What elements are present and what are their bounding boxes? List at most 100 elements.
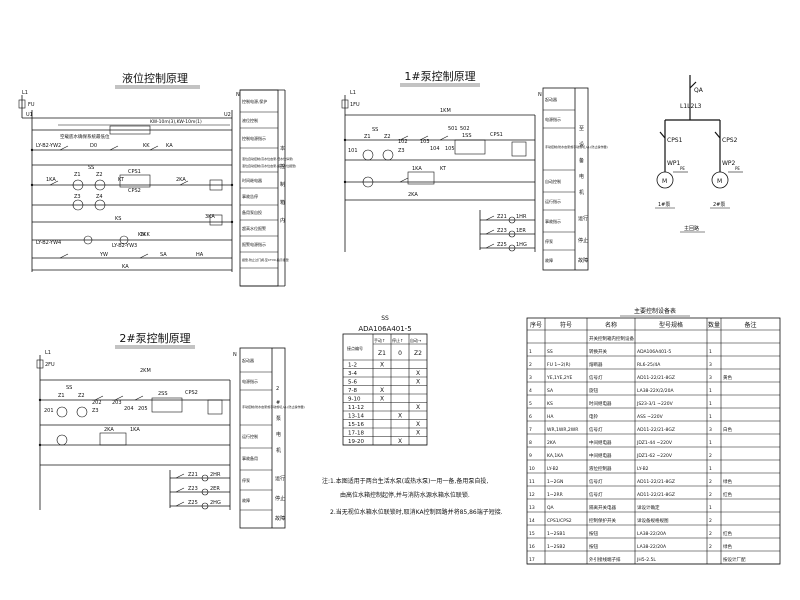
equip-cell: 红色	[723, 491, 732, 498]
equip-cell: 电铃	[589, 413, 598, 420]
equip-cell: 2	[709, 479, 712, 485]
svg-text:停止↑: 停止↑	[392, 337, 403, 343]
svg-text:2#泵: 2#泵	[713, 202, 725, 208]
equip-cell: 2	[709, 518, 712, 524]
switch-contact-pair: 9-10	[348, 397, 361, 403]
switch-contact-pair: 13-14	[348, 414, 364, 420]
svg-text:202: 202	[92, 400, 102, 406]
svg-text:事故告停: 事故告停	[242, 193, 258, 199]
equip-cell: 8	[529, 440, 532, 446]
switch-contact-pair: 7-8	[348, 388, 357, 394]
equip-cell: 2	[709, 544, 712, 550]
switch-title: SS	[381, 315, 389, 322]
svg-text:故障: 故障	[242, 497, 250, 503]
equip-cell: LY-B2	[547, 466, 559, 472]
level-labels: L1 FU N U1 U2 LY-B2-YW2 LY-B2-YW4 LY-B2-…	[22, 90, 240, 270]
equip-cell: KS	[547, 401, 553, 407]
svg-text:502: 502	[460, 126, 470, 132]
svg-text:M: M	[717, 178, 722, 185]
switch-contact-mark: X	[416, 370, 420, 377]
svg-text:Z1: Z1	[58, 393, 65, 399]
svg-text:KA: KA	[166, 143, 173, 149]
equip-cell: 开关控制箱内控制设备	[589, 335, 634, 342]
equip-cell: 信号灯	[589, 491, 603, 498]
svg-text:Z1: Z1	[364, 134, 371, 140]
svg-text:电: 电	[579, 173, 584, 180]
equip-cell: RL6-25/4A	[637, 362, 661, 368]
svg-text:L1L2L3: L1L2L3	[680, 103, 702, 110]
svg-text:故障: 故障	[545, 257, 553, 263]
svg-text:1KK: 1KK	[140, 232, 150, 238]
svg-text:D0: D0	[90, 143, 97, 149]
equip-cell: AD11-22/21-8GZ	[637, 492, 675, 498]
svg-text:1KA: 1KA	[46, 177, 56, 183]
svg-text:2KA: 2KA	[104, 427, 114, 433]
equip-cell: 转换开关	[589, 348, 607, 355]
svg-text:KK: KK	[143, 143, 150, 149]
equip-header-cell: 型号规格	[659, 321, 683, 329]
equip-cell: 1	[709, 505, 712, 511]
switch-contact-pair: 15-16	[348, 422, 364, 428]
svg-text:0: 0	[398, 350, 402, 357]
equip-header-cell: 序号	[530, 321, 542, 329]
svg-text:接点编号: 接点编号	[347, 345, 363, 351]
svg-text:起动器: 起动器	[545, 96, 557, 102]
svg-text:机: 机	[276, 447, 281, 454]
svg-text:Z23: Z23	[497, 228, 507, 234]
svg-text:LY-B2-YW3: LY-B2-YW3	[112, 243, 137, 249]
level-note: 空载底水确保系统最低位	[60, 133, 110, 140]
svg-text:#: #	[276, 400, 280, 406]
svg-text:超高水位报警: 超高水位报警	[242, 225, 266, 231]
pump1-labels: L1 1FU N SS Z1 Z2 Z3 1KM 101 102 103 104…	[348, 90, 542, 248]
svg-text:机: 机	[579, 189, 584, 196]
svg-text:2HR: 2HR	[210, 472, 221, 478]
svg-text:N: N	[236, 92, 240, 98]
equip-cell: 1~2RR	[547, 492, 563, 498]
equip-cell: 信号灯	[589, 374, 603, 381]
svg-text:控制电源指示: 控制电源指示	[242, 135, 266, 141]
svg-text:控制电源,保护: 控制电源,保护	[242, 98, 267, 104]
equip-cell: 11	[529, 479, 535, 485]
svg-text:501: 501	[448, 126, 458, 132]
equip-cell: 绿色	[723, 478, 732, 485]
svg-text:102: 102	[398, 139, 408, 145]
equip-cell: 旋钮	[589, 387, 598, 394]
svg-text:制: 制	[280, 181, 285, 188]
svg-text:1KA: 1KA	[130, 427, 140, 433]
svg-text:KA: KA	[122, 264, 129, 270]
equip-cell: SS	[547, 349, 553, 355]
equip-cell: JH5-2.5L	[636, 557, 656, 563]
equip-cell: 1	[709, 349, 712, 355]
equip-header-cell: 数量	[708, 321, 720, 329]
equip-cell: 13	[529, 505, 535, 511]
equip-cell: 12	[529, 492, 535, 498]
svg-text:手动控制(防水启泵或手动或切入),(防止操作器): 手动控制(防水启泵或手动或切入),(防止操作器)	[242, 404, 305, 409]
equip-cell: 14	[529, 518, 535, 524]
svg-text:Z3: Z3	[74, 194, 81, 200]
svg-text:Z21: Z21	[497, 214, 507, 220]
switch-contact-mark: X	[416, 430, 420, 437]
equip-cell: 3	[709, 375, 712, 381]
equip-cell: 1	[709, 414, 712, 420]
svg-text:1FU: 1FU	[350, 102, 360, 108]
equip-header-cell: 名称	[605, 321, 617, 329]
switch-contact-pair: 11-12	[348, 405, 364, 411]
switch-contact-mark: X	[380, 396, 384, 403]
svg-text:自动→: 自动→	[410, 337, 422, 343]
svg-text:2FU: 2FU	[45, 362, 55, 368]
svg-text:YW: YW	[99, 252, 108, 258]
equip-cell: 5	[529, 401, 532, 407]
equip-cell: AD11-22/21-8GZ	[637, 375, 675, 381]
equip-cell: 1~2SB1	[547, 531, 565, 537]
equip-cell: LY-B2	[637, 466, 649, 472]
equip-cell: ADA106A401-5	[637, 349, 671, 355]
equip-cell: SA	[547, 388, 554, 394]
svg-text:Z4: Z4	[96, 194, 103, 200]
svg-text:Z3: Z3	[92, 408, 99, 414]
svg-text:1#泵: 1#泵	[658, 202, 670, 208]
equip-cell: LA38-22X/2/20A	[637, 388, 674, 394]
svg-text:报警电源指示: 报警电源指示	[242, 241, 266, 247]
svg-text:1ER: 1ER	[516, 228, 526, 234]
